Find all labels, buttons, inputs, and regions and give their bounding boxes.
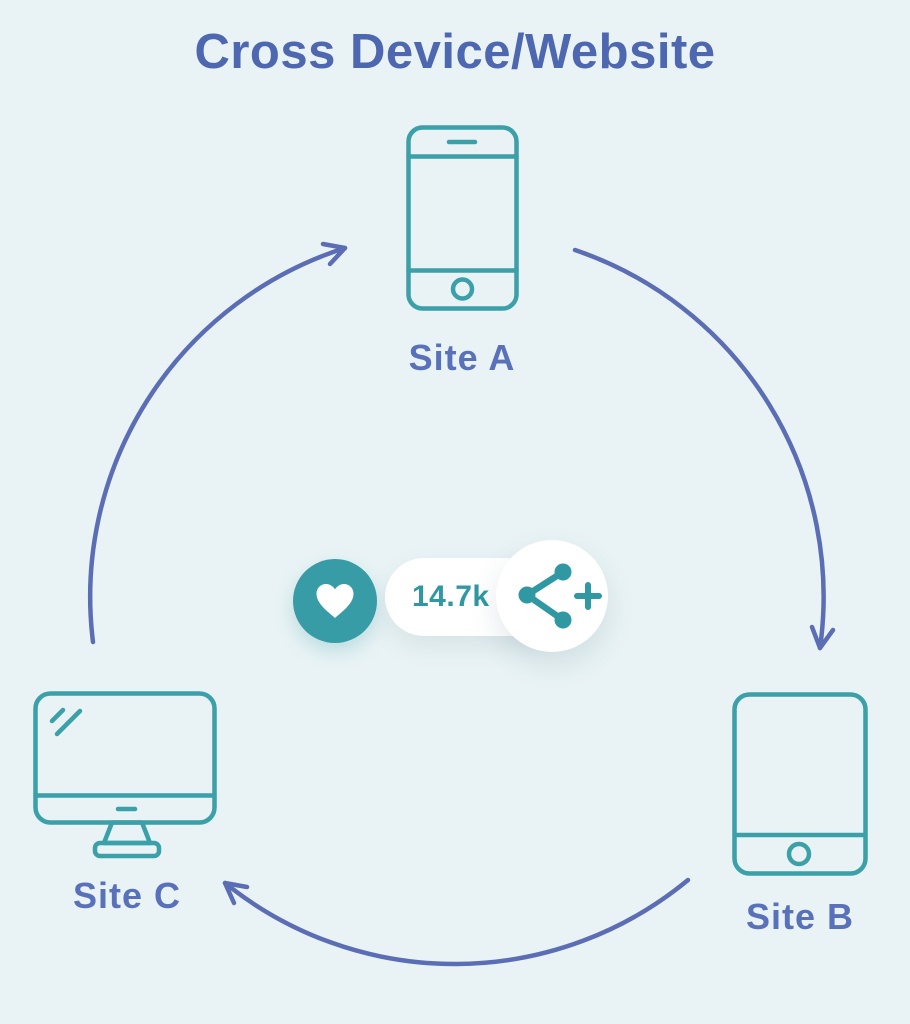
smartphone-icon xyxy=(405,125,519,311)
arrow-site-a-to-site-b xyxy=(572,247,836,651)
node-site-b: Site B xyxy=(725,692,875,938)
site-c-label: Site C xyxy=(72,875,182,916)
tablet-icon xyxy=(732,692,868,876)
like-button xyxy=(293,559,377,643)
heart-icon xyxy=(316,584,354,618)
arrow-site-b-to-site-c xyxy=(222,877,691,967)
node-site-a: Site A xyxy=(387,125,537,379)
like-count: 14.7k xyxy=(412,580,490,613)
site-b-label: Site B xyxy=(745,896,855,937)
desktop-computer-icon xyxy=(33,691,217,859)
node-site-c: Site C xyxy=(33,691,221,917)
share-button xyxy=(496,540,608,652)
arrow-site-c-to-site-a xyxy=(87,241,348,645)
share-plus-icon xyxy=(518,563,602,629)
site-a-label: Site A xyxy=(408,337,516,378)
diagram-title: Cross Device/Website xyxy=(194,25,716,79)
